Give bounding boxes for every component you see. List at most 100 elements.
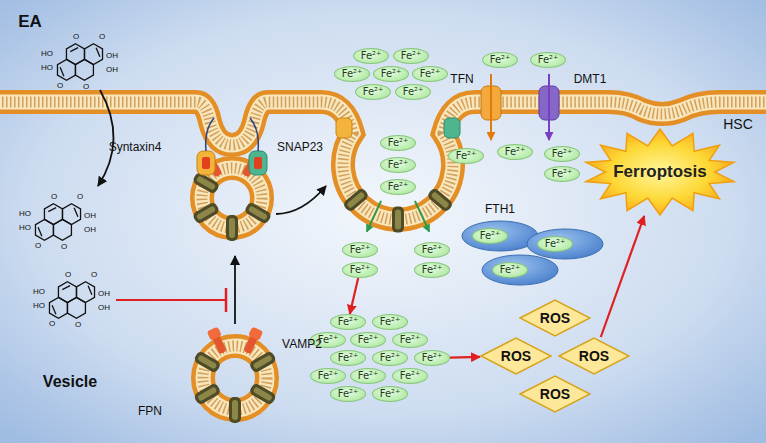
ion-label: Fe²⁺ xyxy=(318,370,339,382)
ion-label: Fe²⁺ xyxy=(358,370,379,382)
connector-arrow xyxy=(350,278,358,314)
iron-ion: Fe²⁺ xyxy=(372,314,408,330)
protein-label: TFN xyxy=(450,73,473,87)
atom-label: HO xyxy=(41,49,53,58)
iron-ion: Fe²⁺ xyxy=(330,314,366,330)
atom-label: O xyxy=(61,242,67,251)
atom-label: O xyxy=(65,270,71,279)
protein-label: EA xyxy=(18,12,42,32)
iron-ion: Fe²⁺ xyxy=(472,228,508,244)
ion-label: Fe²⁺ xyxy=(381,68,402,80)
protein-label: FTH1 xyxy=(485,203,515,217)
ion-label: Fe²⁺ xyxy=(545,238,566,250)
protein-label: VAMP2 xyxy=(282,338,322,352)
ion-label: Fe²⁺ xyxy=(380,388,401,400)
iron-ion: Fe²⁺ xyxy=(373,66,409,82)
ion-label: Fe²⁺ xyxy=(363,86,384,98)
iron-ion: Fe²⁺ xyxy=(310,368,346,384)
ion-label: Fe²⁺ xyxy=(480,230,501,242)
ion-label: Fe²⁺ xyxy=(338,352,359,364)
ion-label: Fe²⁺ xyxy=(350,264,371,276)
ros-label: ROS xyxy=(501,348,531,364)
iron-ion: Fe²⁺ xyxy=(412,66,448,82)
iron-ion: Fe²⁺ xyxy=(392,368,428,384)
protein-label: DMT1 xyxy=(574,73,607,87)
process-arrows xyxy=(98,90,326,324)
ros-diamond: ROS xyxy=(519,299,591,337)
atom-label: OH xyxy=(84,211,96,220)
atom-label: O xyxy=(51,192,57,201)
atom-label: OH xyxy=(98,289,110,298)
ferroptosis-burst: Ferroptosis xyxy=(583,128,737,216)
iron-ion: Fe²⁺ xyxy=(414,262,450,278)
atom-label: O xyxy=(99,32,105,41)
connector-arrow xyxy=(601,216,644,337)
ion-label: Fe²⁺ xyxy=(422,352,443,364)
ros-diamond: ROS xyxy=(480,337,552,375)
ferritin-fth1 xyxy=(462,221,603,285)
ion-label: Fe²⁺ xyxy=(400,370,421,382)
atom-label: O xyxy=(35,241,41,250)
lower-vesicle xyxy=(193,327,277,423)
iron-ion: Fe²⁺ xyxy=(392,332,428,348)
atom-label: OH xyxy=(98,303,110,312)
ion-label: Fe²⁺ xyxy=(552,168,573,180)
iron-ion: Fe²⁺ xyxy=(414,242,450,258)
iron-ion: Fe²⁺ xyxy=(482,52,518,68)
ion-label: Fe²⁺ xyxy=(338,388,359,400)
iron-ion: Fe²⁺ xyxy=(448,148,484,164)
iron-ion: Fe²⁺ xyxy=(380,179,416,195)
atom-label: O xyxy=(77,192,83,201)
iron-ion: Fe²⁺ xyxy=(530,52,566,68)
iron-ion: Fe²⁺ xyxy=(330,350,366,366)
cell-label: HSC xyxy=(723,116,753,132)
outline xyxy=(520,376,590,412)
ion-label: Fe²⁺ xyxy=(422,244,443,256)
ion-label: Fe²⁺ xyxy=(538,54,559,66)
atom-label: O xyxy=(91,270,97,279)
atom-label: HO xyxy=(33,287,45,296)
iron-ion: Fe²⁺ xyxy=(393,48,429,64)
ion-label: Fe²⁺ xyxy=(388,137,409,149)
atom-label: O xyxy=(49,319,55,328)
iron-ion: Fe²⁺ xyxy=(355,84,391,100)
atom-label: OH xyxy=(84,225,96,234)
iron-ion: Fe²⁺ xyxy=(497,144,533,160)
ion-label: Fe²⁺ xyxy=(358,334,379,346)
outline xyxy=(520,300,590,336)
iron-ion: Fe²⁺ xyxy=(544,146,580,162)
ion-label: Fe²⁺ xyxy=(505,146,526,158)
iron-ion: Fe²⁺ xyxy=(353,48,389,64)
ellagic-acid-molecules xyxy=(35,44,102,318)
atom-label: HO xyxy=(33,301,45,310)
atom-label: O xyxy=(75,320,81,329)
protein-label: FPN xyxy=(138,405,162,419)
iron-ion: Fe²⁺ xyxy=(395,84,431,100)
iron-ion: Fe²⁺ xyxy=(350,368,386,384)
iron-ion: Fe²⁺ xyxy=(342,262,378,278)
ion-label: Fe²⁺ xyxy=(388,181,409,193)
ion-label: Fe²⁺ xyxy=(380,316,401,328)
outcome-label: Ferroptosis xyxy=(613,162,707,182)
atom-label: OH xyxy=(106,65,118,74)
outline xyxy=(559,338,629,374)
iron-ion: Fe²⁺ xyxy=(414,350,450,366)
ion-label: Fe²⁺ xyxy=(400,334,421,346)
iron-ion: Fe²⁺ xyxy=(537,236,573,252)
atom-label: O xyxy=(83,82,89,91)
iron-ion: Fe²⁺ xyxy=(492,262,528,278)
ion-label: Fe²⁺ xyxy=(401,50,422,62)
protein-label: SNAP23 xyxy=(277,141,323,155)
ros-label: ROS xyxy=(540,386,570,402)
ion-label: Fe²⁺ xyxy=(350,244,371,256)
ion-label: Fe²⁺ xyxy=(552,148,573,160)
ros-label: ROS xyxy=(540,310,570,326)
atom-label: O xyxy=(57,81,63,90)
ion-label: Fe²⁺ xyxy=(420,68,441,80)
iron-ion: Fe²⁺ xyxy=(330,386,366,402)
iron-ion: Fe²⁺ xyxy=(342,242,378,258)
ion-label: Fe²⁺ xyxy=(422,264,443,276)
iron-ion: Fe²⁺ xyxy=(372,386,408,402)
iron-ion: Fe²⁺ xyxy=(334,66,370,82)
structure-label: Vesicle xyxy=(43,373,97,391)
